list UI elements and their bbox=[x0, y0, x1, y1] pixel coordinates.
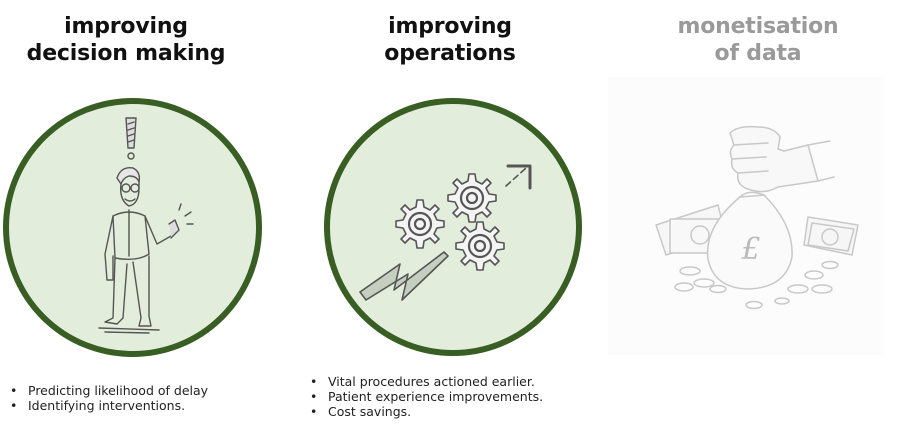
bullet-item: Predicting likelihood of delay bbox=[4, 383, 208, 398]
operations-bullet-list: Vital procedures actioned earlier. Patie… bbox=[304, 374, 543, 419]
money-bag-pound-icon: £ bbox=[655, 125, 859, 310]
operations-circle bbox=[324, 98, 582, 356]
bullet-item: Patient experience improvements. bbox=[304, 389, 543, 404]
monetisation-panel: £ bbox=[608, 77, 884, 355]
person-thumbs-up-icon bbox=[98, 117, 194, 334]
panel-title-monetisation: monetisation of data bbox=[628, 13, 888, 67]
title-line: improving bbox=[64, 14, 188, 39]
gears-arrow-up-icon bbox=[359, 164, 532, 301]
decision-making-bullet-list: Predicting likelihood of delay Identifyi… bbox=[4, 383, 208, 413]
bullet-item: Vital procedures actioned earlier. bbox=[304, 374, 543, 389]
panel-title-operations: improving operations bbox=[322, 13, 578, 67]
title-line: of data bbox=[714, 41, 802, 66]
title-line: improving bbox=[388, 14, 512, 39]
title-line: monetisation bbox=[677, 14, 839, 39]
decision-making-circle bbox=[3, 98, 262, 357]
pound-symbol: £ bbox=[740, 232, 760, 267]
bullet-item: Cost savings. bbox=[304, 404, 543, 419]
panel-title-decision-making: improving decision making bbox=[0, 13, 252, 67]
title-line: decision making bbox=[26, 41, 226, 66]
title-line: operations bbox=[384, 41, 516, 66]
bullet-item: Identifying interventions. bbox=[4, 398, 208, 413]
